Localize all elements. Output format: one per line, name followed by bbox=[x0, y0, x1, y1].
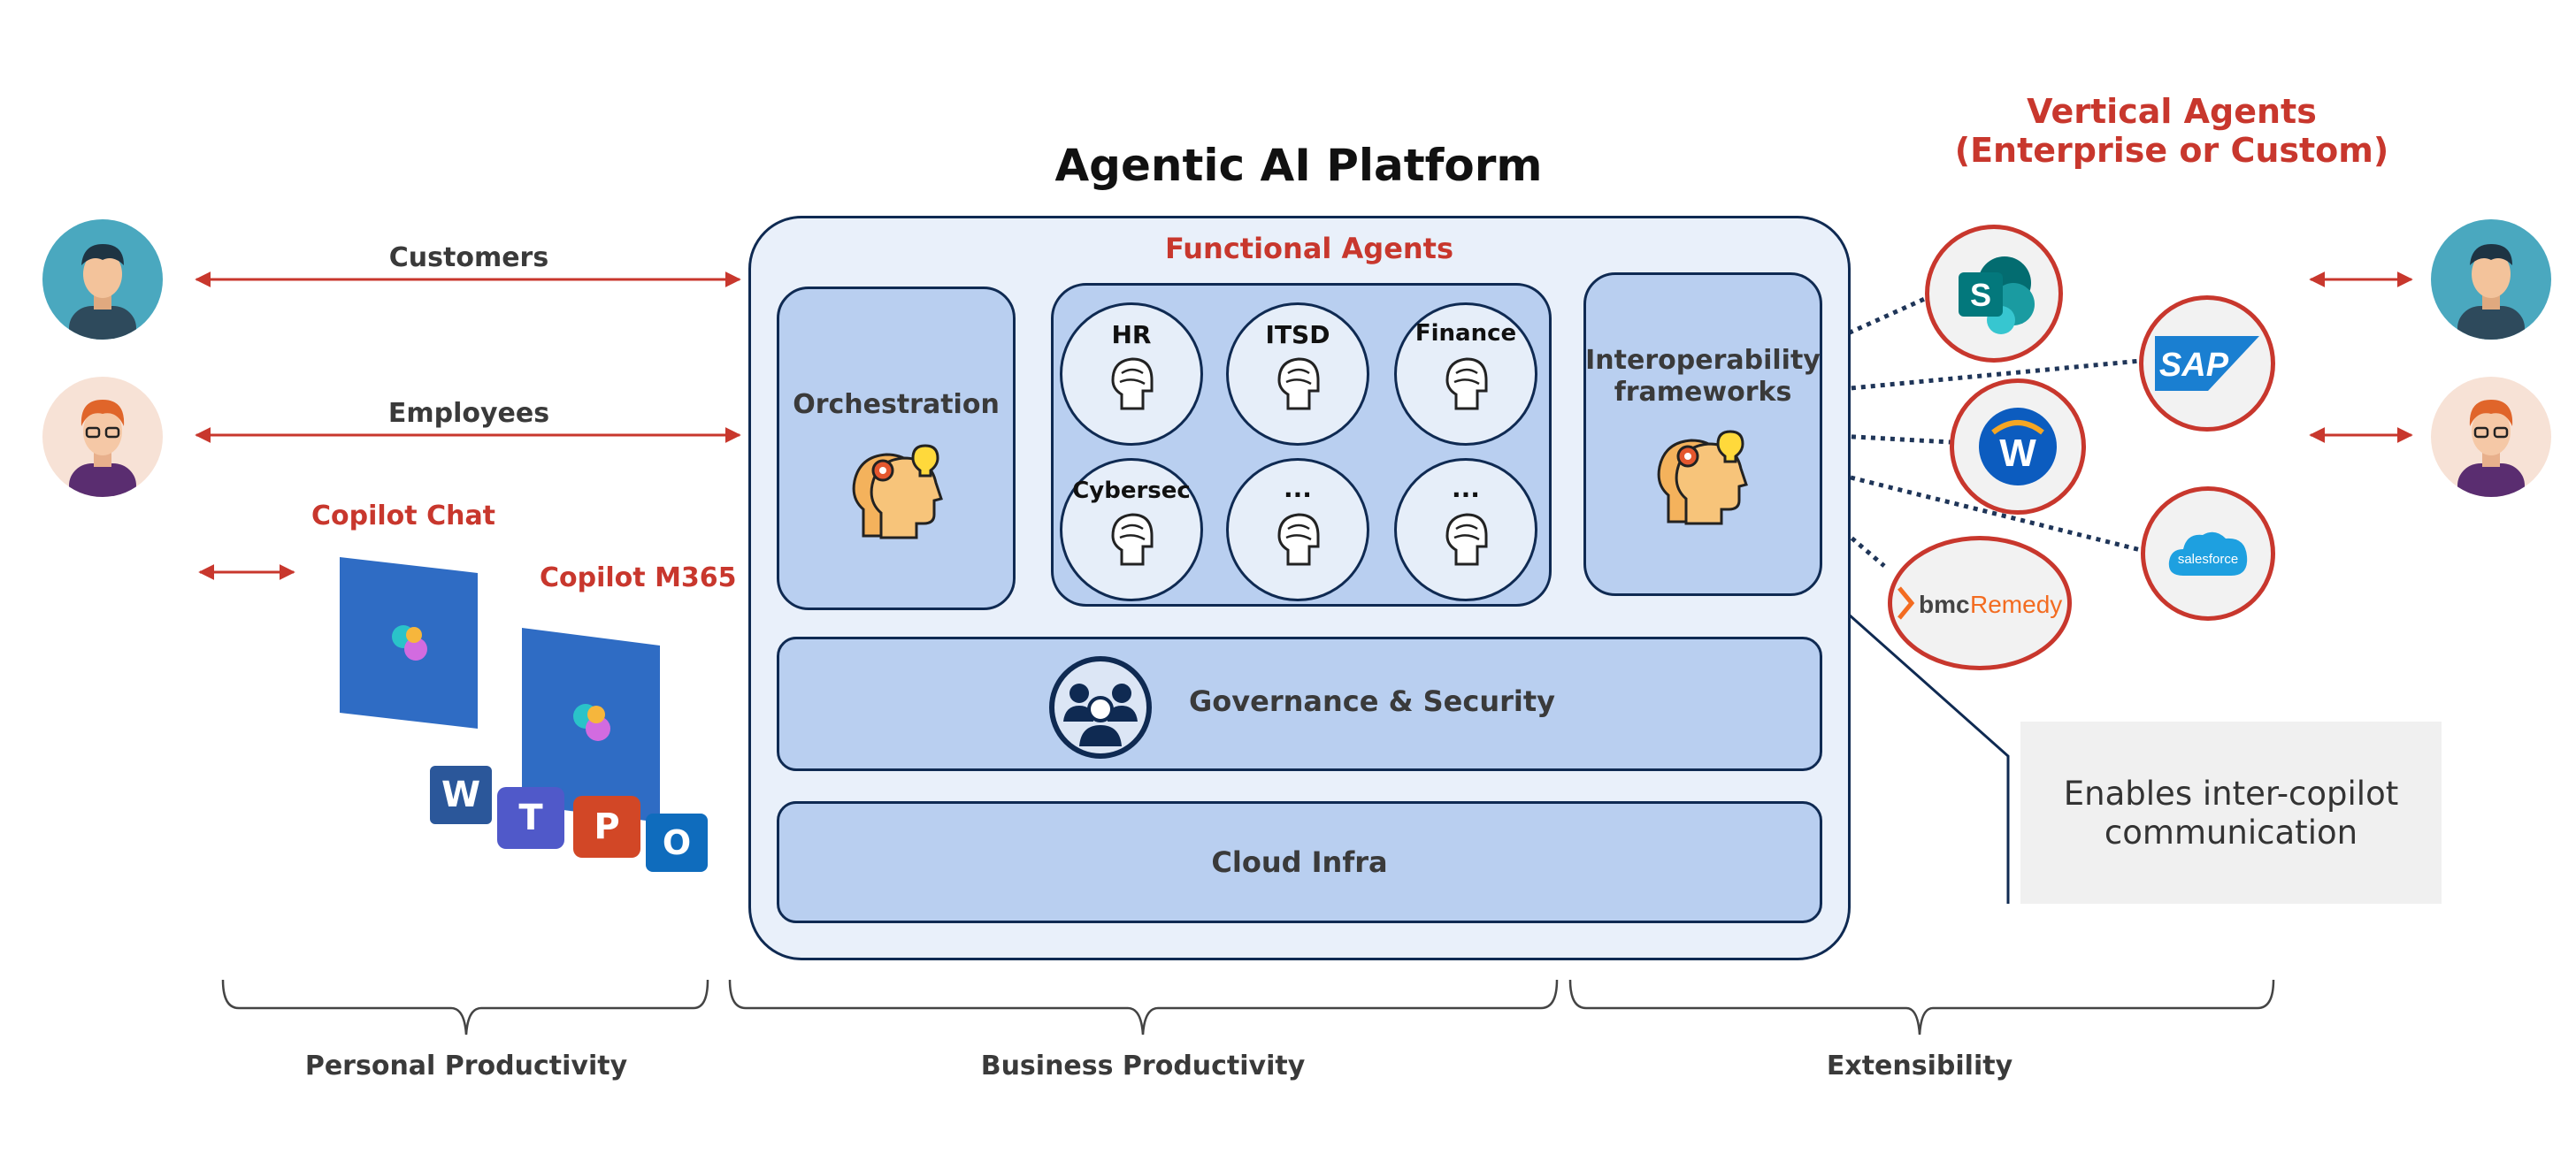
sap-logo[interactable]: SAP bbox=[2139, 295, 2275, 432]
svg-text:Remedy: Remedy bbox=[1970, 591, 2062, 618]
agent-cybersec-label: Cybersec bbox=[1072, 478, 1191, 504]
sharepoint-icon: S bbox=[1959, 256, 2035, 334]
vendor-employee-avatar bbox=[2431, 377, 2551, 497]
agent-itsd-label: ITSD bbox=[1265, 320, 1330, 349]
agent-more-2-label: ... bbox=[1452, 474, 1480, 503]
functional-agents-label: Functional Agents bbox=[1164, 232, 1454, 265]
outlook-icon: O bbox=[646, 814, 708, 872]
interop-label-line2: frameworks bbox=[1614, 377, 1792, 408]
sap-icon: SAP bbox=[2155, 336, 2259, 391]
cloud-infra-label: Cloud Infra bbox=[1211, 845, 1388, 879]
employees-label: Employees bbox=[387, 398, 550, 429]
customer-avatar bbox=[42, 219, 163, 340]
vendor-customer-avatar bbox=[2431, 219, 2551, 340]
agent-hr[interactable] bbox=[1060, 302, 1203, 446]
brain-icon bbox=[1445, 357, 1488, 410]
word-icon: W bbox=[430, 766, 492, 824]
bottom-braces bbox=[221, 979, 2275, 1036]
governance-panel bbox=[777, 637, 1822, 771]
vertical-agents-title: Vertical Agents bbox=[2027, 92, 2317, 131]
bmc-remedy-logo[interactable]: bmc Remedy bbox=[1888, 536, 2072, 670]
copilot-m365-label: Copilot M365 bbox=[540, 562, 737, 593]
person-male-icon bbox=[69, 244, 136, 340]
svg-text:salesforce: salesforce bbox=[2178, 552, 2238, 567]
brain-icon bbox=[1111, 357, 1154, 410]
interop-label-line1: Interoperability bbox=[1585, 345, 1821, 376]
interoperability-panel bbox=[1583, 272, 1822, 596]
copilot-m365-tile bbox=[522, 628, 660, 822]
sharepoint-logo[interactable]: S bbox=[1925, 225, 2063, 363]
workday-logo[interactable]: W bbox=[1950, 378, 2086, 515]
workday-icon: W bbox=[1979, 408, 2057, 485]
svg-text:W: W bbox=[1999, 432, 2036, 475]
customers-label: Customers bbox=[388, 242, 549, 273]
copilot-logo-icon bbox=[392, 625, 427, 661]
person-male-icon bbox=[2457, 244, 2525, 340]
copilot-chat-label: Copilot Chat bbox=[311, 501, 496, 531]
callout-box bbox=[2020, 722, 2442, 904]
svg-text:SAP: SAP bbox=[2159, 347, 2229, 384]
gear-bulb-head-icon bbox=[852, 444, 943, 539]
salesforce-logo[interactable]: salesforce bbox=[2141, 486, 2275, 621]
bmc-remedy-icon: bmc Remedy bbox=[1898, 586, 2062, 620]
callout-line2: communication bbox=[2104, 814, 2358, 852]
employee-avatar bbox=[42, 377, 163, 497]
gear-bulb-head-icon bbox=[1657, 430, 1748, 525]
person-female-icon bbox=[2457, 400, 2525, 497]
svg-text:bmc: bmc bbox=[1919, 591, 1970, 618]
orchestration-panel bbox=[777, 287, 1016, 610]
powerpoint-icon: P bbox=[573, 796, 640, 858]
brain-icon bbox=[1277, 357, 1320, 410]
salesforce-icon: salesforce bbox=[2168, 531, 2248, 576]
teams-icon: T bbox=[497, 787, 564, 849]
agent-more-1-label: ... bbox=[1284, 474, 1312, 503]
governance-label: Governance & Security bbox=[1189, 684, 1556, 718]
cloud-infra-panel bbox=[777, 801, 1822, 923]
governance-people-icon bbox=[1049, 656, 1152, 759]
extensibility-label: Extensibility bbox=[1826, 1051, 2013, 1081]
page-title: Agentic AI Platform bbox=[1054, 140, 1543, 191]
business-productivity-label: Business Productivity bbox=[980, 1051, 1306, 1081]
person-female-icon bbox=[69, 400, 136, 497]
agent-hr-label: HR bbox=[1111, 320, 1152, 349]
personal-productivity-label: Personal Productivity bbox=[304, 1051, 628, 1081]
copilot-chat-tile bbox=[340, 557, 478, 729]
vertical-agents-subtitle: (Enterprise or Custom) bbox=[1954, 131, 2389, 170]
agent-finance-label: Finance bbox=[1414, 320, 1517, 347]
callout-line bbox=[1808, 577, 2010, 904]
brain-icon bbox=[1445, 513, 1488, 566]
svg-text:S: S bbox=[1970, 277, 1991, 313]
brain-icon bbox=[1111, 513, 1154, 566]
brain-icon bbox=[1277, 513, 1320, 566]
callout-line1: Enables inter-copilot bbox=[2063, 775, 2399, 813]
copilot-logo-icon bbox=[573, 704, 610, 741]
orchestration-label: Orchestration bbox=[793, 389, 1000, 420]
